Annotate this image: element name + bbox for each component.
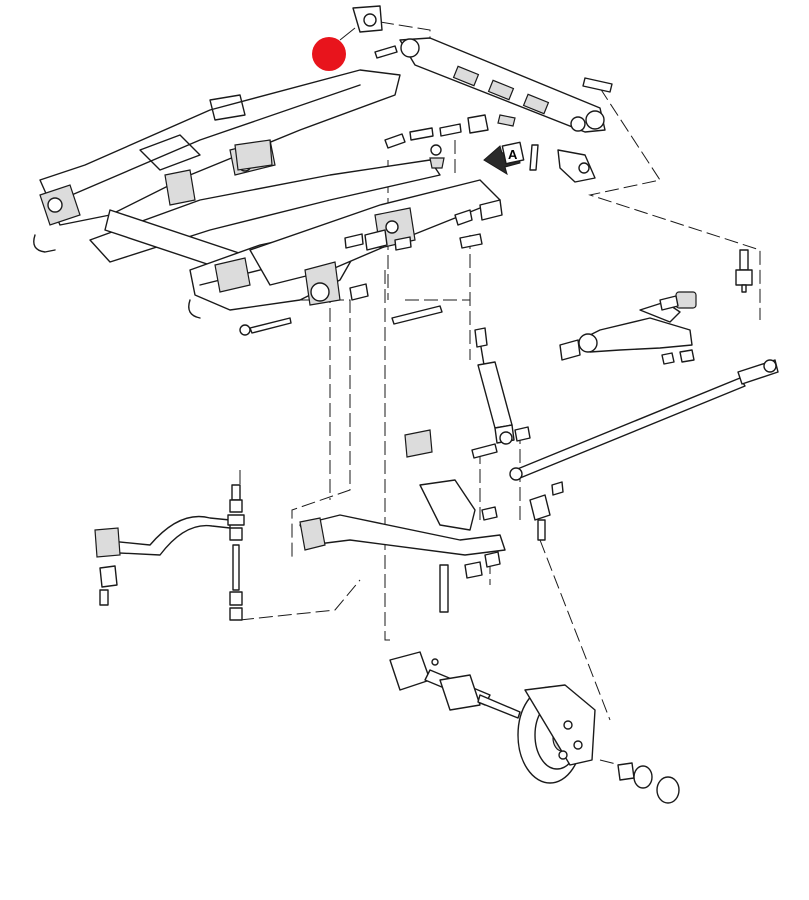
front-subframe (33, 69, 501, 319)
stabilizer-bar (94, 484, 245, 621)
cv-axle (389, 651, 521, 719)
direction-callout: A (483, 141, 525, 176)
shock-absorber (471, 327, 531, 459)
long-tie-rod (509, 359, 779, 481)
wheel-hub-assembly (517, 684, 680, 804)
fasteners-upper (239, 114, 503, 336)
upper-control-arm (559, 249, 753, 365)
upper-rear-arm (399, 37, 613, 183)
bracket-with-marker (312, 5, 398, 71)
red-marker (312, 37, 346, 71)
lower-control-arm (299, 429, 564, 613)
callout-label: A (508, 147, 518, 162)
